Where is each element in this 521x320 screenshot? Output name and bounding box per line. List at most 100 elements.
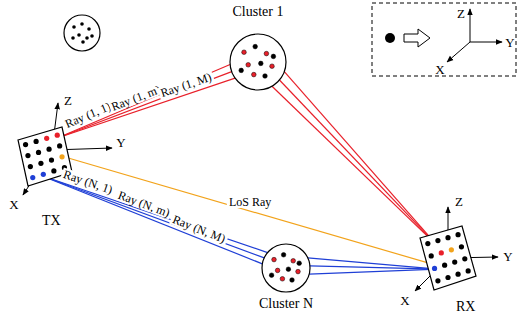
antenna-element [55,133,60,138]
antenna-element [429,253,434,258]
array-panel [414,222,482,296]
antenna-element [44,136,49,141]
antenna-element [439,250,444,255]
scatterer-dot [281,253,286,258]
antenna-element [425,241,430,246]
ray-path [57,64,230,138]
antenna-element [442,263,447,268]
antenna-element [41,172,46,177]
scatterer-dot [77,33,81,37]
scatterer-dot [87,27,91,31]
antenna-element [46,147,51,152]
antenna-element [435,278,440,283]
scatter-cluster: Cluster N [260,242,312,294]
ray-path [279,80,438,247]
antenna-element [23,142,28,147]
ray-label: Ray (1, M) [157,70,215,100]
scatterer-dot [72,25,76,29]
scatterer-dot [286,267,291,272]
axis-label: X [9,198,18,211]
rx-axes [415,207,498,291]
antenna-element [49,157,54,162]
ray-path [40,175,263,264]
scatter-cluster: Cluster 1 [228,32,288,92]
node-label: TX [42,214,61,228]
scatterer-dot [269,273,274,278]
ray-path [61,156,434,265]
axis-label: Z [64,94,72,107]
ray-label: LoS Ray [227,196,273,208]
cluster-shape [260,242,312,294]
antenna-element [445,235,450,240]
scatterer-dot [280,277,285,282]
node-label: Cluster N [259,297,313,311]
ray-label: Ray (N, m) [114,188,173,219]
cluster-shape [228,32,288,92]
antenna-element [466,268,471,273]
inset-box [372,3,516,76]
x-axis [447,42,470,62]
antenna-element [38,161,43,166]
cluster-outline [64,15,100,51]
ray-label: Ray (N, M) [169,212,229,245]
cluster-outline [230,34,286,90]
scatterer-dot [81,40,85,44]
element-dot [385,33,395,43]
antenna-element [455,272,460,277]
axis-label: Y [505,36,514,49]
ray-label: Ray (1, m) [108,83,164,114]
antenna-element [51,168,56,173]
hollow-arrow [404,29,430,47]
ray-path [309,269,437,274]
scatterer-dot [246,63,251,68]
scatterer-dot [80,22,84,26]
antenna-element [459,244,464,249]
antenna-element [455,232,460,237]
antenna-element [59,154,64,159]
inset-axes [447,9,502,62]
scatterer-dot [296,269,301,274]
scatterer-dot [272,257,277,262]
antenna-element [449,247,454,252]
antenna-element [452,259,457,264]
scatterer-dot [253,44,258,49]
axis-label: Y [503,250,512,263]
scatterer-dot [239,68,244,73]
scatterer-dot [271,54,276,59]
y-axis [470,42,502,43]
scatterer-dot [90,34,94,38]
ray-path [284,72,438,247]
scatterer-dot [242,50,247,55]
axis-label: X [400,294,409,307]
axis-label: Z [457,7,465,20]
ray-path [40,175,265,258]
axis-label: Y [116,136,125,149]
antenna-element [432,266,437,271]
scatterer-dot [71,36,75,40]
ray-path [272,86,438,246]
antenna-element [25,153,30,158]
antenna-element [28,164,33,169]
scatter-cluster [64,15,100,51]
cluster-outline [262,244,310,292]
scatterer-dot [291,259,296,264]
antenna-element [30,175,35,180]
node-label: RX [456,300,475,314]
axis-label: Z [455,195,463,208]
panel-outline [420,226,476,290]
node-label: Cluster 1 [233,5,284,19]
ray-path [310,266,438,269]
antenna-element [57,143,62,148]
axis-label: X [435,63,444,76]
ray-label: Ray (N, 1) [60,167,116,196]
scatterer-dot [297,261,302,266]
antenna-array: RX [414,222,482,296]
antenna-element [445,275,450,280]
antenna-element [36,150,41,155]
scatterer-dot [259,61,264,66]
scatterer-dot [270,64,275,69]
antenna-element [462,256,467,261]
scatterer-dot [264,51,269,56]
scatterer-dot [275,268,280,273]
